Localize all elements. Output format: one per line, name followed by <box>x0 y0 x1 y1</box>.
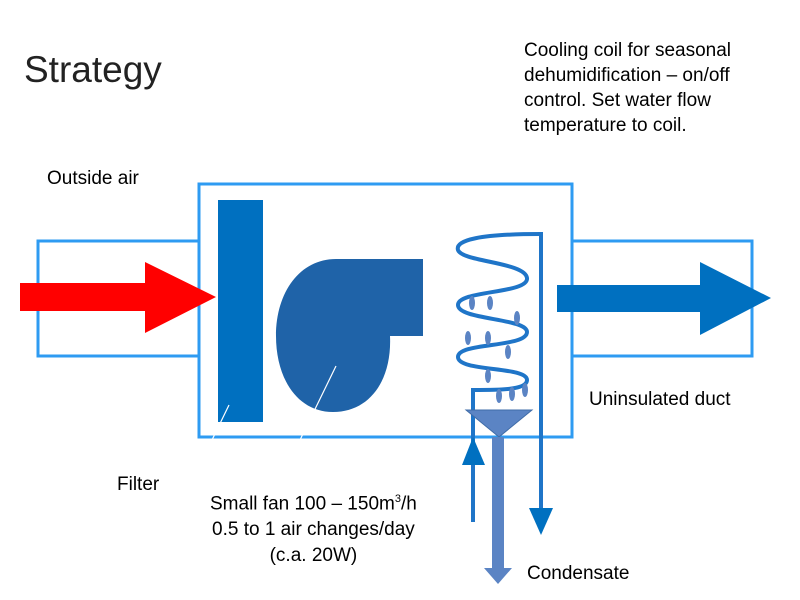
drip-tray <box>464 409 534 438</box>
fan-flow-unit: /h <box>400 493 417 515</box>
uninsulated-duct-label: Uninsulated duct <box>589 389 731 410</box>
supply-air-arrow <box>557 262 771 335</box>
fan-power: (c.a. 20W) <box>269 545 358 567</box>
note-line: Cooling coil for seasonal <box>524 40 732 61</box>
condensate-drops <box>465 296 528 403</box>
note-line: temperature to coil. <box>524 115 687 136</box>
note-line: control. Set water flow <box>524 90 711 111</box>
condensate-label: Condensate <box>527 563 630 584</box>
condensate-pipe <box>492 437 504 572</box>
fan-air-changes: 0.5 to 1 air changes/day <box>212 519 415 541</box>
fan-note: Small fan 100 – 150m3/h 0.5 to 1 air cha… <box>210 486 417 569</box>
filter-label: Filter <box>117 474 160 495</box>
return-arrow-head <box>529 508 553 535</box>
fan-flow-text: Small fan 100 – 150m <box>210 493 395 515</box>
outside-air-label: Outside air <box>47 168 139 189</box>
fan-flow-exponent: 3 <box>394 493 401 505</box>
flow-arrow-head <box>462 437 485 465</box>
page-title: Strategy <box>24 49 162 90</box>
fan <box>276 259 423 412</box>
outside-air-arrow <box>20 262 216 333</box>
filter <box>218 200 263 422</box>
condensate-arrow-head <box>484 568 512 584</box>
filter-pointer <box>211 404 230 441</box>
fan-pointer <box>299 365 337 441</box>
cooling-coil-note: Cooling coil for seasonal dehumidificati… <box>524 38 731 138</box>
note-line: dehumidification – on/off <box>524 65 730 86</box>
fan-flow-line: Small fan 100 – 150m3/h <box>210 486 417 517</box>
